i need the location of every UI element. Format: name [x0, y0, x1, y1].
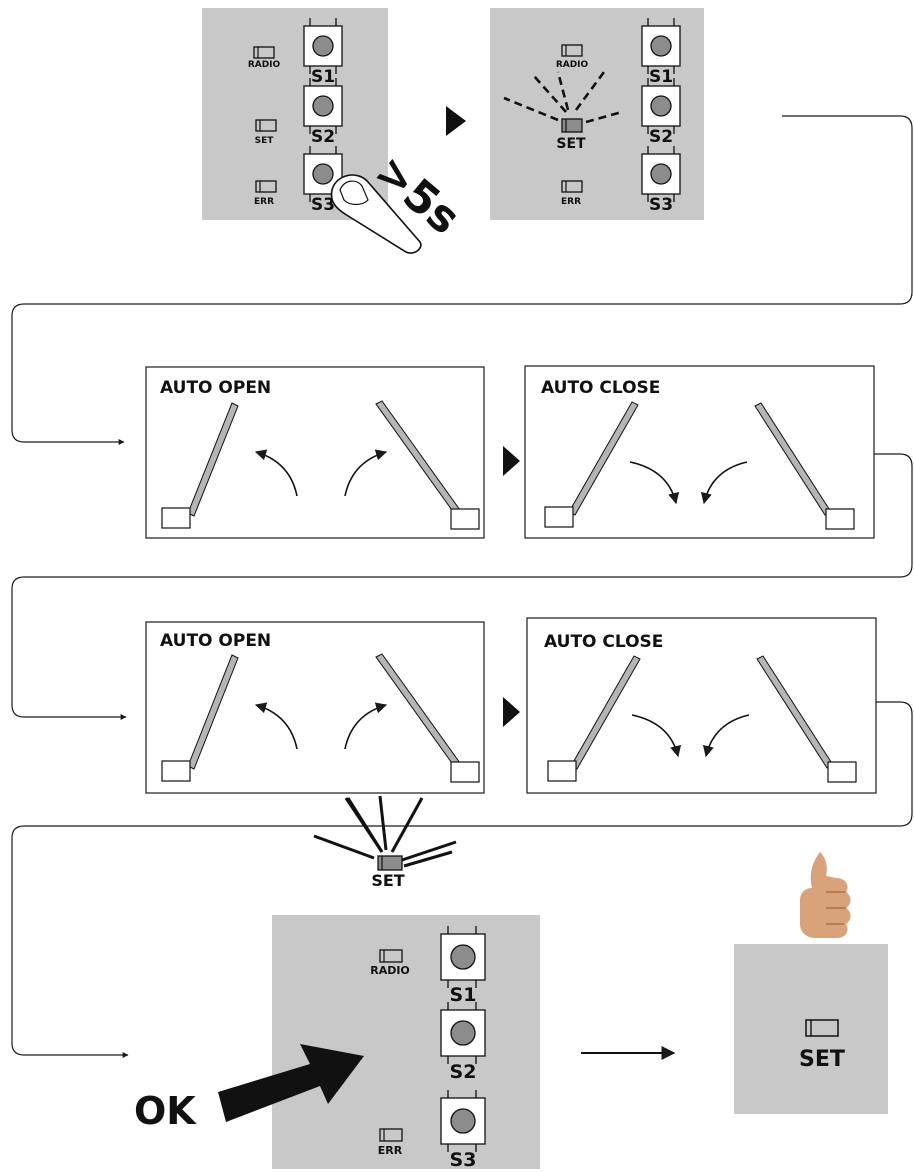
cycle1-open-frame: AUTO OPEN: [145, 366, 485, 539]
close-arrow-right-icon: [702, 714, 750, 758]
button-s2-label: S2: [311, 127, 335, 147]
open-arrow-right-icon: [344, 449, 388, 497]
led-set-icon: [255, 119, 277, 132]
led-err-label: ERR: [561, 197, 581, 207]
next-step-arrowhead: [503, 697, 520, 727]
thumbs-up-icon: [800, 852, 851, 938]
led-radio-label: RADIO: [370, 964, 410, 977]
led-err-icon: [379, 1128, 403, 1142]
button-s1-label: S1: [649, 67, 673, 87]
next-step-arrowhead: [503, 446, 520, 476]
open-arrow-left-icon: [254, 702, 298, 750]
led-radio-label: RADIO: [248, 60, 281, 70]
gate-leaf-right-icon: [756, 655, 857, 783]
button-s2-icon: [440, 1002, 486, 1064]
cycle2-open-title: AUTO OPEN: [160, 631, 271, 651]
close-arrow-right-icon: [700, 461, 748, 505]
led-err-label: ERR: [378, 1144, 403, 1157]
led-set-icon: [805, 1019, 839, 1037]
led-err-icon: [255, 180, 277, 193]
button-s1-icon: [641, 18, 681, 74]
cycle2-close-title: AUTO CLOSE: [544, 632, 663, 652]
ok-pointer-arrow-icon: [218, 1044, 364, 1122]
led-err-icon: [561, 180, 583, 193]
open-arrow-right-icon: [344, 702, 388, 750]
gate-leaf-left-icon: [544, 401, 639, 528]
step1-panel: RADIO SET ERR S1 S2 S3: [202, 8, 469, 254]
cycle2-close-frame: AUTO CLOSE: [526, 617, 877, 794]
button-s1-icon: [440, 926, 486, 988]
button-s2-label: S2: [649, 127, 673, 147]
finger-press-icon: [330, 174, 422, 254]
result-panel: SET: [734, 944, 888, 1114]
gate-leaf-right-icon: [375, 653, 480, 783]
final-set-rays: [313, 795, 457, 862]
button-s2-icon: [303, 78, 343, 134]
gate-leaf-left-icon: [161, 402, 239, 529]
led-radio-icon: [379, 949, 403, 963]
gate-leaf-right-icon: [754, 402, 855, 530]
gate-leaf-right-icon: [375, 400, 480, 530]
result-set-label: SET: [799, 1047, 845, 1072]
button-s3-label: S3: [649, 195, 673, 215]
led-radio-icon: [253, 46, 275, 59]
next-step-arrowhead: [446, 106, 466, 136]
button-s3-label: S3: [450, 1149, 477, 1171]
button-s2-icon: [641, 78, 681, 134]
led-set-label: SET: [371, 871, 404, 890]
step2-panel: RADIO SET ERR S1 S2: [490, 8, 704, 220]
led-set-label: SET: [556, 136, 586, 152]
button-s1-label: S1: [311, 67, 335, 87]
led-set-lit-icon: [561, 118, 583, 133]
s2-to-set-link: [403, 850, 453, 868]
cycle1-close-title: AUTO CLOSE: [541, 378, 660, 398]
open-arrow-left-icon: [254, 449, 298, 497]
cycle2-open-frame: AUTO OPEN: [145, 621, 485, 794]
final-panel-contents: SET ERR S1 S2 S3: [371, 850, 486, 1171]
button-s3-icon: [641, 146, 681, 202]
led-set-label: SET: [255, 136, 275, 146]
button-s2-label: S2: [450, 1061, 477, 1083]
button-s1-label: S1: [450, 984, 477, 1006]
button-s3-label: S3: [311, 195, 335, 215]
ok-label: OK: [134, 1089, 197, 1133]
led-err-label: ERR: [254, 197, 274, 207]
final-panel: RADIO: [272, 797, 540, 1169]
cycle1-open-title: AUTO OPEN: [160, 378, 271, 398]
gate-leaf-left-icon: [547, 655, 641, 782]
gate-leaf-left-icon: [161, 654, 239, 782]
button-s3-icon: [440, 1090, 486, 1152]
cycle1-close-frame: AUTO CLOSE: [524, 365, 875, 539]
close-arrow-left-icon: [631, 714, 682, 758]
led-set-lit-icon: [377, 855, 403, 871]
flow-connectors: [11, 115, 913, 1058]
led-radio-icon: [561, 44, 583, 57]
button-s1-icon: [303, 18, 343, 74]
led-blink-rays: [503, 71, 623, 124]
close-arrow-left-icon: [629, 461, 680, 505]
led-radio-label: RADIO: [556, 60, 589, 70]
